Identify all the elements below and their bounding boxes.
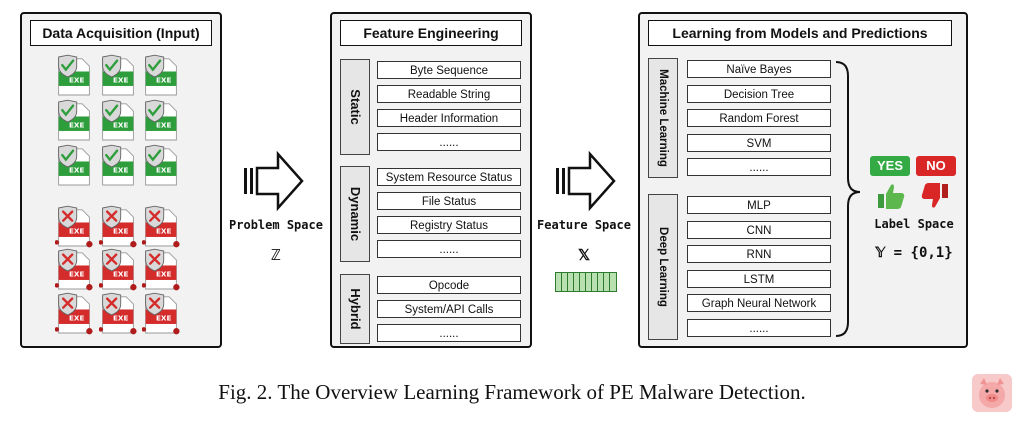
feature-item: Naïve Bayes bbox=[687, 60, 831, 78]
group-frame bbox=[340, 166, 370, 262]
feature-item: Opcode bbox=[377, 276, 521, 294]
group-label: Static bbox=[348, 89, 363, 125]
figure-caption: Fig. 2. The Overview Learning Framework … bbox=[218, 380, 806, 404]
feature-space-arrow bbox=[556, 150, 616, 212]
group-label: Dynamic bbox=[348, 186, 363, 242]
problem-space-symbol: ℤ bbox=[271, 246, 281, 264]
feature-item: CNN bbox=[687, 220, 831, 239]
svg-text:EXE: EXE bbox=[156, 120, 171, 129]
feature-item: Graph Neural Network bbox=[687, 294, 831, 312]
thumbs-down-icon bbox=[921, 183, 948, 208]
group-label: Hybrid bbox=[348, 288, 363, 330]
no-badge: NO bbox=[916, 156, 956, 176]
feature-item: SVM bbox=[687, 133, 831, 152]
thumbs-up-icon bbox=[878, 184, 905, 209]
malicious-exe-file-icon: EXE bbox=[55, 292, 93, 335]
svg-text:EXE: EXE bbox=[113, 120, 128, 129]
svg-text:EXE: EXE bbox=[69, 226, 84, 235]
svg-text:EXE: EXE bbox=[156, 75, 171, 84]
benign-exe-file-icon: EXE bbox=[145, 99, 177, 141]
svg-text:EXE: EXE bbox=[69, 120, 84, 129]
malicious-exe-file-icon: EXE bbox=[99, 205, 137, 248]
group-frame bbox=[340, 274, 370, 344]
feature-item: MLP bbox=[687, 196, 831, 214]
svg-text:EXE: EXE bbox=[156, 165, 171, 174]
benign-exe-file-icon: EXE bbox=[58, 54, 90, 96]
benign-exe-file-icon: EXE bbox=[58, 99, 90, 141]
feature-item: ...... bbox=[377, 324, 521, 342]
benign-exe-file-icon: EXE bbox=[58, 144, 90, 186]
svg-text:EXE: EXE bbox=[156, 226, 171, 235]
svg-text:EXE: EXE bbox=[113, 226, 128, 235]
feature-space-label: Feature Space bbox=[537, 218, 631, 232]
feature-item: System Resource Status bbox=[377, 168, 521, 186]
benign-exe-file-icon: EXE bbox=[102, 99, 134, 141]
feature-item: ...... bbox=[377, 240, 521, 258]
yes-badge: YES bbox=[870, 156, 910, 176]
learning-title: Learning from Models and Predictions bbox=[648, 20, 952, 46]
feature-item: ...... bbox=[687, 158, 831, 176]
problem-space-label: Problem Space bbox=[229, 218, 323, 232]
group-label: Deep Learning bbox=[657, 227, 669, 307]
group-frame bbox=[648, 194, 678, 340]
benign-exe-file-icon: EXE bbox=[145, 54, 177, 96]
malicious-exe-file-icon: EXE bbox=[55, 205, 93, 248]
malicious-exe-file-icon: EXE bbox=[55, 248, 93, 291]
malicious-exe-file-icon: EXE bbox=[99, 292, 137, 335]
benign-exe-file-icon: EXE bbox=[102, 144, 134, 186]
svg-text:EXE: EXE bbox=[69, 75, 84, 84]
svg-text:EXE: EXE bbox=[113, 269, 128, 278]
svg-text:EXE: EXE bbox=[156, 313, 171, 322]
feature-item: Registry Status bbox=[377, 216, 521, 234]
feature-item: ...... bbox=[687, 318, 831, 337]
svg-text:EXE: EXE bbox=[113, 313, 128, 322]
benign-exe-file-icon: EXE bbox=[145, 144, 177, 186]
svg-text:EXE: EXE bbox=[69, 165, 84, 174]
feature-item: ...... bbox=[377, 133, 521, 151]
feature-item: Decision Tree bbox=[687, 84, 831, 103]
feature-item: Random Forest bbox=[687, 109, 831, 127]
feature-item: RNN bbox=[687, 245, 831, 263]
problem-space-arrow bbox=[244, 150, 304, 212]
feature-item: Byte Sequence bbox=[377, 61, 521, 79]
svg-text:EXE: EXE bbox=[113, 165, 128, 174]
label-space-formula: 𝕐 = {0,1} bbox=[875, 245, 953, 261]
group-frame bbox=[340, 59, 370, 155]
malicious-exe-file-icon: EXE bbox=[99, 248, 137, 291]
feature-item: Header Information bbox=[377, 109, 521, 127]
feature-vector-icon bbox=[555, 272, 617, 292]
feature-engineering-title: Feature Engineering bbox=[340, 20, 522, 46]
output-brace bbox=[835, 61, 861, 337]
svg-text:EXE: EXE bbox=[69, 313, 84, 322]
svg-text:EXE: EXE bbox=[113, 75, 128, 84]
benign-exe-file-icon: EXE bbox=[102, 54, 134, 96]
label-space-label: Label Space bbox=[874, 217, 954, 231]
svg-text:EXE: EXE bbox=[69, 269, 84, 278]
group-label: Machine Learning bbox=[657, 69, 669, 167]
data-acquisition-title: Data Acquisition (Input) bbox=[30, 20, 212, 46]
feature-item: LSTM bbox=[687, 269, 831, 288]
malicious-exe-file-icon: EXE bbox=[142, 248, 180, 291]
group-frame bbox=[648, 58, 678, 178]
feature-item: File Status bbox=[377, 192, 521, 210]
feature-item: Readable String bbox=[377, 85, 521, 103]
pig-logo-icon bbox=[972, 374, 1012, 412]
feature-space-symbol: 𝕏 bbox=[577, 246, 591, 264]
malicious-exe-file-icon: EXE bbox=[142, 205, 180, 248]
malicious-exe-file-icon: EXE bbox=[142, 292, 180, 335]
svg-text:EXE: EXE bbox=[156, 269, 171, 278]
feature-item: System/API Calls bbox=[377, 300, 521, 318]
